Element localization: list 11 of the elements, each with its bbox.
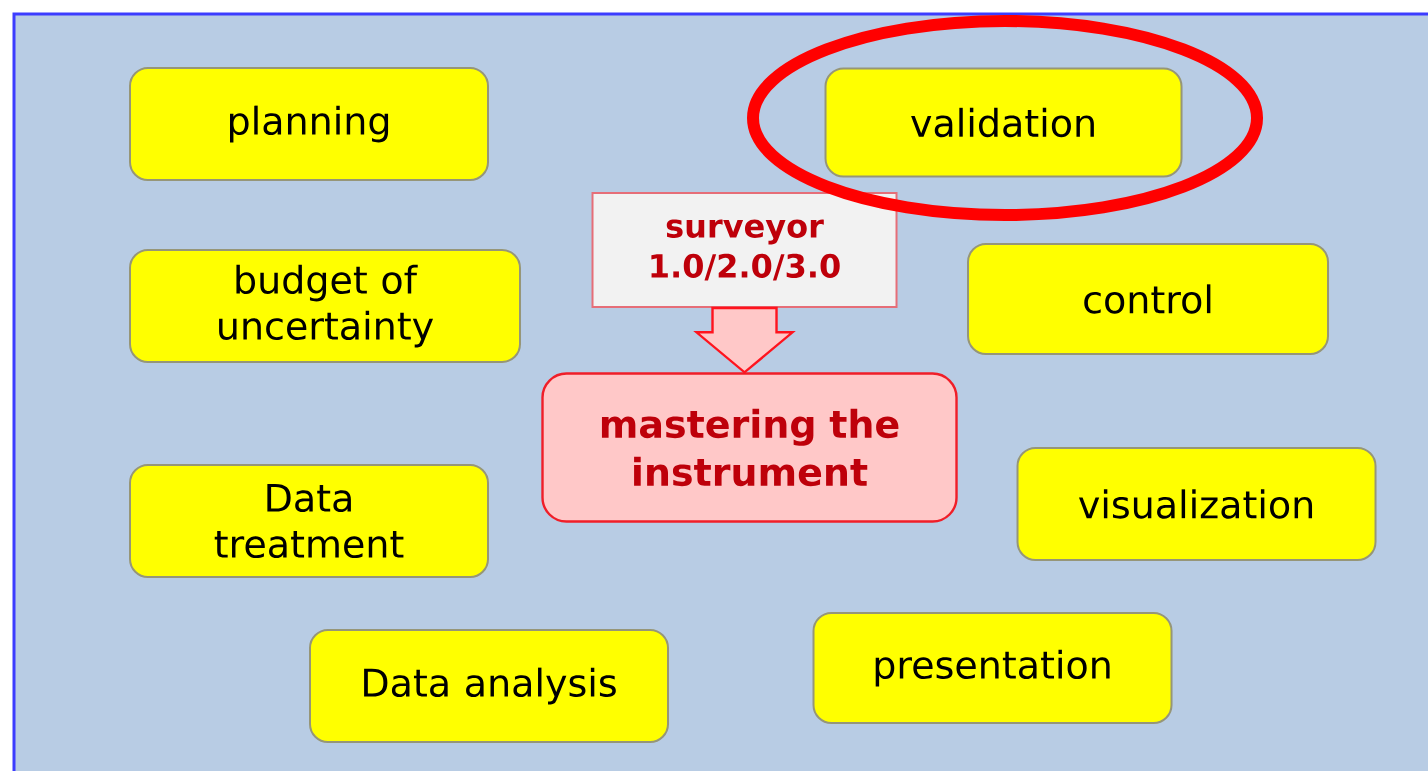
- topic-box: visualization: [1016, 447, 1377, 561]
- topic-box: planning: [129, 67, 489, 181]
- topic-box: validation: [824, 67, 1183, 178]
- topic-box: presentation: [812, 612, 1173, 724]
- topic-box: Data analysis: [309, 629, 669, 743]
- topic-box: Data treatment: [129, 464, 489, 578]
- topic-box: budget of uncertainty: [129, 249, 521, 363]
- block-arrow: [693, 306, 796, 374]
- process-box: mastering the instrument: [541, 372, 958, 523]
- label-box: surveyor 1.0/2.0/3.0: [591, 192, 898, 308]
- topic-box: control: [967, 243, 1329, 355]
